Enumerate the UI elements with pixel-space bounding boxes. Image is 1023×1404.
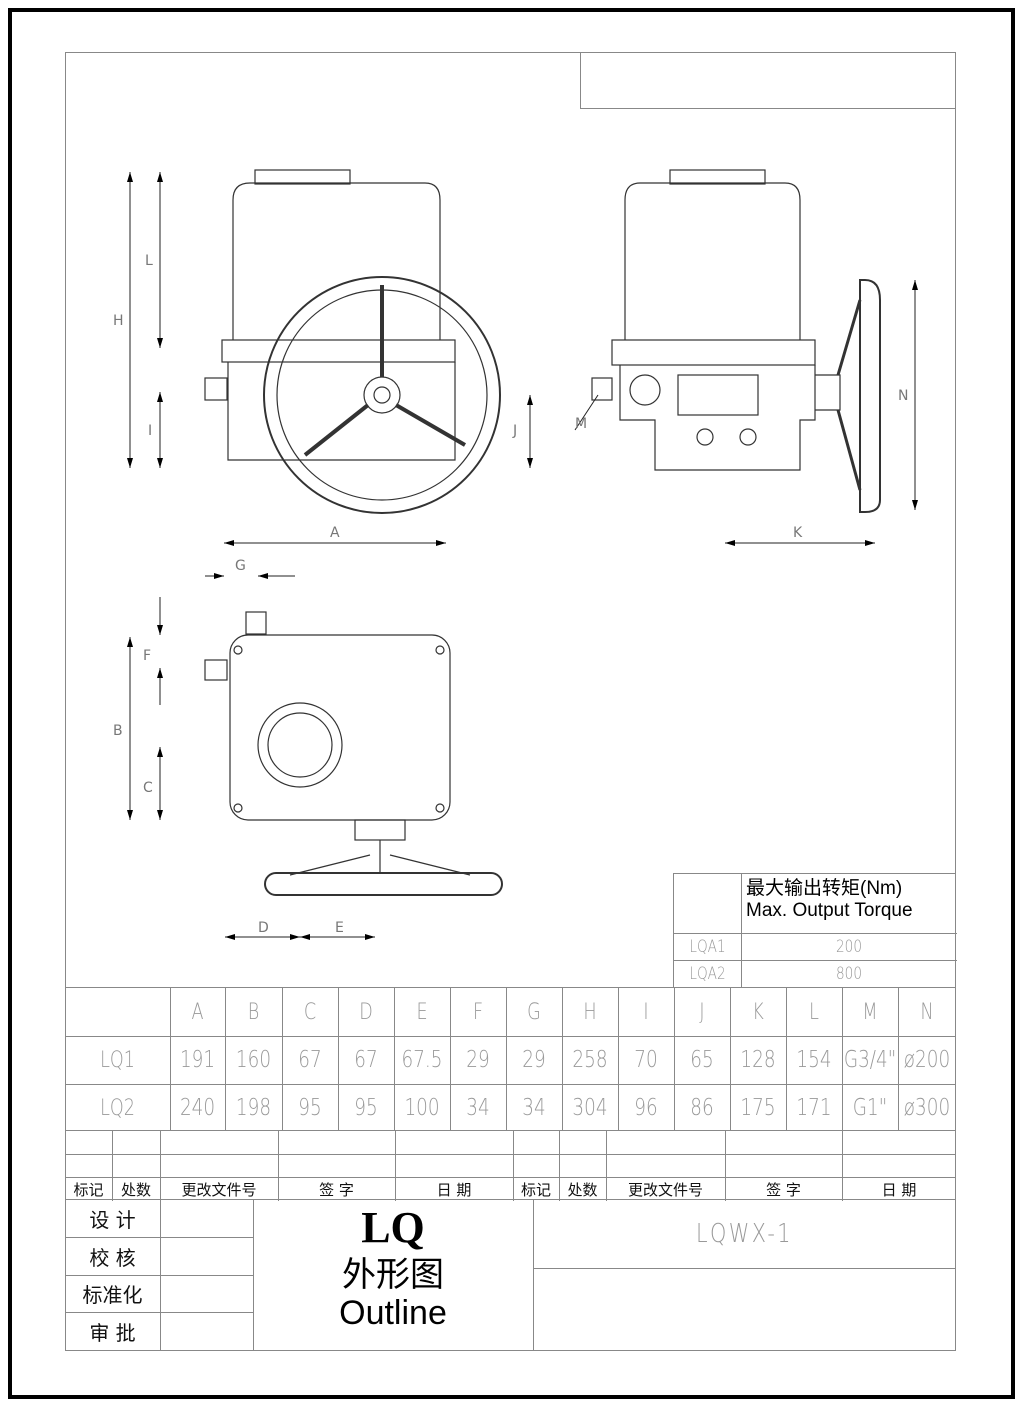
revision-header-cell: 日 期 (436, 1180, 472, 1199)
dimension-table: A B C D E F G H I J K L M N LQ1 191 160 67 67 67.5 29 29 258 70… (65, 987, 956, 1131)
table-cell: 86 (690, 1095, 714, 1121)
dim-label-g: G (235, 558, 246, 574)
torque-value: 200 (836, 936, 862, 957)
table-cell: 304 (572, 1095, 608, 1121)
dim-label-n: N (898, 388, 908, 404)
drawing-frame (65, 52, 956, 1351)
approval-label: 标准化 (82, 1283, 143, 1307)
table-cell: 34 (466, 1095, 490, 1121)
revision-header-cell: 处数 (120, 1180, 151, 1199)
dim-label-h: H (113, 313, 124, 329)
table-cell: 154 (796, 1047, 832, 1073)
table-cell: 65 (690, 1047, 714, 1073)
dimension-lines (127, 172, 918, 940)
table-cell: 95 (298, 1095, 322, 1121)
column-header: N (920, 999, 934, 1025)
table-cell: 67 (298, 1047, 322, 1073)
table-cell: G1" (852, 1095, 888, 1121)
column-header: E (416, 999, 428, 1025)
column-header: A (191, 999, 204, 1025)
column-header: H (583, 999, 597, 1025)
dim-label-i: I (148, 423, 152, 439)
dim-label-f: F (143, 648, 151, 664)
top-right-box (580, 52, 956, 109)
column-header: F (472, 999, 484, 1025)
table-cell: 191 (179, 1047, 216, 1073)
table-cell: 198 (235, 1095, 272, 1121)
title-model: LQ (361, 1203, 425, 1252)
torque-header-en: Max. Output Torque (746, 900, 913, 921)
column-header: G (527, 999, 541, 1025)
dim-label-m: M (575, 416, 587, 432)
table-cell: 67 (354, 1047, 378, 1073)
table-cell: 95 (354, 1095, 378, 1121)
approval-label: 审 批 (89, 1320, 136, 1345)
revision-header-cell: 更改文件号 (181, 1180, 257, 1199)
torque-table: 最大输出转矩(Nm) Max. Output Torque LQA1 200 L… (673, 873, 957, 988)
table-cell: 100 (404, 1095, 440, 1121)
table-cell: ø300 (903, 1095, 951, 1121)
table-cell: 67.5 (401, 1047, 443, 1073)
torque-model: LQA2 (689, 964, 726, 984)
title-name-en: Outline (339, 1294, 447, 1332)
dim-label-e: E (335, 920, 344, 936)
row-model: LQ1 (100, 1047, 135, 1073)
table-cell: G3/4" (843, 1047, 897, 1073)
column-header: B (247, 999, 260, 1025)
column-header: K (752, 999, 764, 1025)
column-header: L (809, 999, 819, 1025)
dim-label-k: K (793, 525, 803, 541)
table-cell: 29 (466, 1047, 490, 1073)
column-header: M (862, 999, 878, 1025)
approval-label: 校 核 (89, 1245, 136, 1270)
table-cell: 96 (634, 1095, 658, 1121)
dim-label-a: A (330, 525, 340, 541)
revision-header-cell: 日 期 (881, 1180, 917, 1199)
column-header: D (359, 999, 373, 1025)
drawing-title: LQ 外形图 Outline (253, 1200, 533, 1332)
dim-label-c: C (143, 780, 153, 796)
table-cell: 70 (634, 1047, 658, 1073)
table-cell: 240 (179, 1095, 216, 1121)
table-cell: 160 (235, 1047, 272, 1073)
column-header: I (643, 999, 649, 1025)
column-header: J (699, 999, 705, 1025)
revision-header-cell: 处数 (567, 1180, 598, 1199)
column-header: C (303, 999, 317, 1025)
torque-value: 800 (836, 964, 862, 984)
table-cell: 258 (572, 1047, 608, 1073)
table-cell: ø200 (903, 1047, 951, 1073)
revision-header-cell: 标记 (73, 1180, 104, 1199)
side-view (591, 169, 881, 513)
revision-header-cell: 签 字 (319, 1180, 354, 1199)
table-cell: 34 (522, 1095, 546, 1121)
bottom-view (204, 611, 503, 896)
revision-header-cell: 签 字 (766, 1180, 801, 1199)
revision-header-cell: 更改文件号 (627, 1180, 703, 1199)
row-model: LQ2 (100, 1095, 135, 1121)
dimension-labels: H L I J N K M A G B F C D E (113, 253, 908, 936)
table-cell: 175 (740, 1095, 776, 1121)
approval-label: 设 计 (89, 1208, 136, 1232)
dim-label-l: L (145, 253, 153, 269)
table-cell: 29 (522, 1047, 546, 1073)
torque-header: 最大输出转矩(Nm) Max. Output Torque (746, 878, 913, 922)
revision-header-cell: 标记 (520, 1180, 551, 1199)
dim-label-b: B (113, 723, 123, 739)
table-cell: 171 (796, 1095, 832, 1121)
title-name-cn: 外形图 (342, 1256, 444, 1294)
dim-label-j: J (512, 423, 517, 439)
drawing-border (8, 8, 1015, 1399)
torque-header-cn: 最大输出转矩(Nm) (746, 878, 903, 899)
dim-label-d: D (258, 920, 269, 936)
torque-model: LQA1 (689, 936, 726, 957)
front-view (204, 169, 501, 514)
title-block: 设 计 校 核 标准化 审 批 LQ 外形图 Outline LQWX-1 (65, 1200, 956, 1351)
revision-table: 标记处数更改文件号签 字日 期标记处数更改文件号签 字日 期 (65, 1130, 956, 1201)
table-cell: 128 (740, 1047, 776, 1073)
drawing-number: LQWX-1 (696, 1219, 793, 1249)
